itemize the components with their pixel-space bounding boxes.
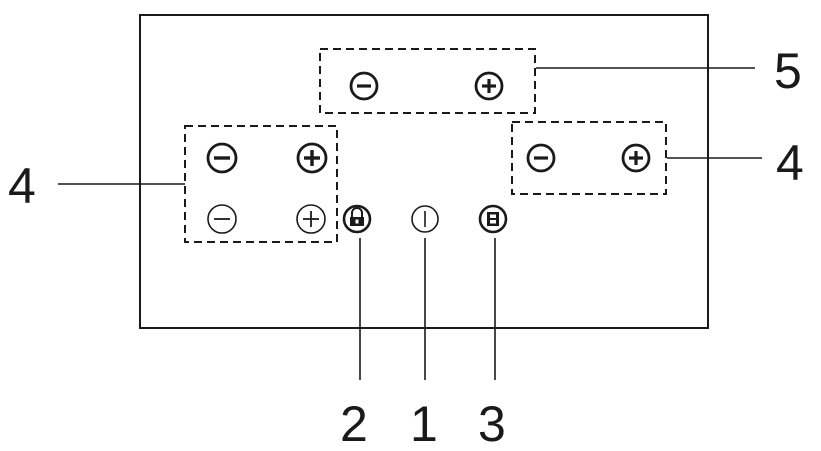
callout-power: 1 [410,396,438,451]
minus-circle-icon [207,204,237,234]
left-bottom-zone-minus-button[interactable] [207,204,237,234]
minus-circle-icon [206,142,238,174]
power-icon [411,205,439,233]
plus-circle-icon [621,143,651,173]
power-button[interactable] [411,205,439,233]
boost-button[interactable] [478,204,508,234]
boost-icon [478,204,508,234]
left-bottom-zone-plus-button[interactable] [296,204,326,234]
minus-circle-icon [349,71,379,101]
callout-boost: 3 [478,396,506,451]
top-zone-group [319,48,536,114]
left-top-zone-plus-button[interactable] [296,142,328,174]
plus-circle-icon [296,204,326,234]
right-zone-plus-button[interactable] [621,143,651,173]
minus-circle-icon [526,143,556,173]
lock-icon [342,204,372,234]
lock-button[interactable] [342,204,372,234]
cooktop-panel [139,14,709,329]
top-zone-minus-button[interactable] [349,71,379,101]
callout-left-zones: 4 [8,158,36,214]
top-zone-plus-button[interactable] [474,71,504,101]
callout-right-zone: 4 [776,135,804,191]
right-zone-group [511,121,667,195]
callout-top-zone: 5 [774,43,802,99]
left-zones-group [184,125,338,243]
right-zone-minus-button[interactable] [526,143,556,173]
left-top-zone-minus-button[interactable] [206,142,238,174]
plus-circle-icon [296,142,328,174]
plus-circle-icon [474,71,504,101]
callout-lock: 2 [340,396,368,451]
